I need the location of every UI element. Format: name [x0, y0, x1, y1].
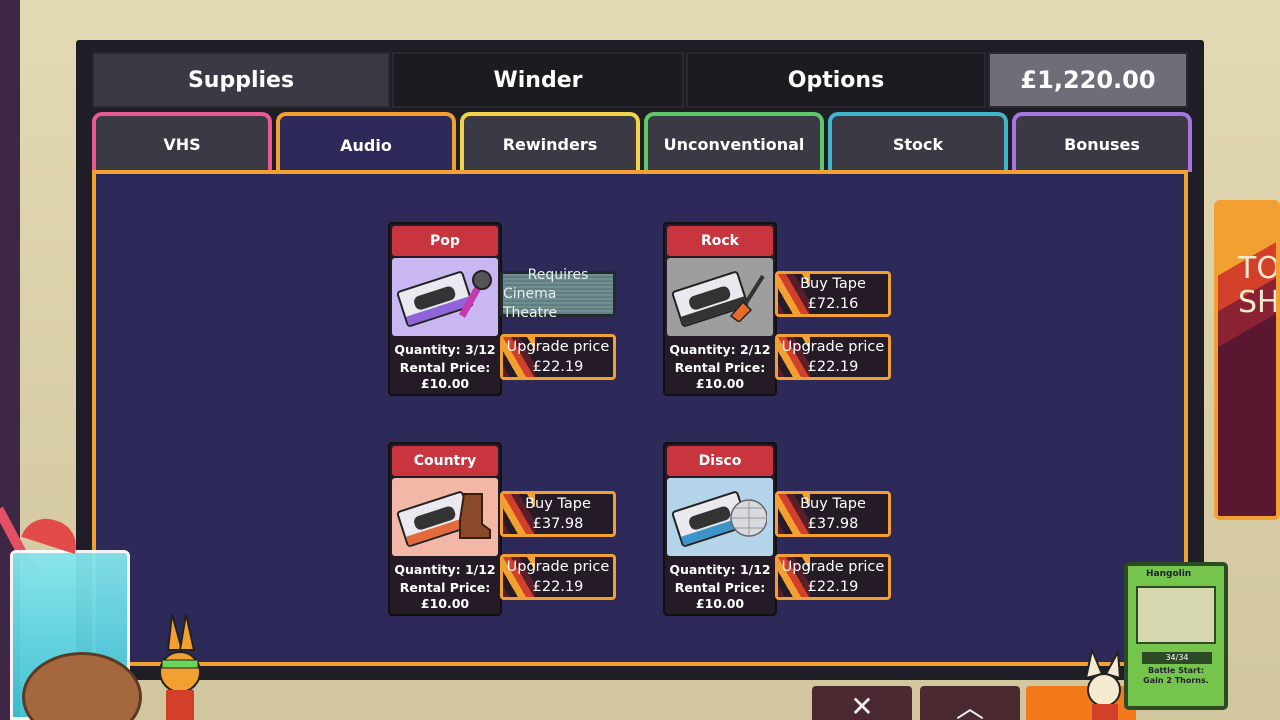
ability-line2: Gain 2 Thorns. [1143, 676, 1209, 685]
game-card: Hangolin 34/34 Battle Start: Gain 2 Thor… [1124, 562, 1228, 710]
tab-supplies[interactable]: Supplies [92, 52, 390, 108]
upgrade-price: £22.19 [532, 359, 584, 375]
upgrade-button-rock[interactable]: Upgrade price £22.19 [775, 334, 891, 380]
electric-guitar-icon [729, 274, 765, 322]
rental-label: Rental Price: [399, 580, 491, 595]
quantity-text: Quantity: 1/12 [669, 562, 771, 577]
money-display: £1,220.00 [988, 52, 1188, 108]
upgrade-label: Upgrade price [781, 559, 885, 575]
buy-label: Buy Tape [800, 496, 866, 512]
fox-character [1084, 648, 1122, 720]
genre-name: Rock [700, 233, 739, 249]
genre-name: Country [413, 453, 477, 469]
genre-card-country: Country Quantity: 1/12 Rental Price: £10… [388, 442, 502, 616]
to-shop-button[interactable]: TO SHOP [1214, 200, 1280, 520]
tab-options[interactable]: Options [686, 52, 986, 108]
genre-info: Quantity: 1/12 Rental Price: £10.00 [665, 560, 775, 612]
upgrade-button-disco[interactable]: Upgrade price £22.19 [775, 554, 891, 600]
buy-price: £37.98 [532, 516, 584, 532]
buy-tape-button-country[interactable]: Buy Tape £37.98 [500, 491, 616, 537]
tab-stock[interactable]: Stock [828, 112, 1008, 172]
genre-card-pop: Pop Quantity: 3/12 Rental Price: £10.00 [388, 222, 502, 396]
upgrade-button-pop[interactable]: Upgrade price £22.19 [500, 334, 616, 380]
tab-vhs[interactable]: VHS [92, 112, 272, 172]
game-card-name: Hangolin [1146, 569, 1192, 579]
rental-price: £10.00 [420, 376, 470, 391]
up-button[interactable]: ︿ [920, 686, 1020, 720]
tab-audio-label: Audio [340, 135, 392, 155]
rental-price: £10.00 [695, 376, 745, 391]
tab-winder[interactable]: Winder [392, 52, 684, 108]
rental-label: Rental Price: [399, 360, 491, 375]
genre-image [392, 478, 498, 556]
chevron-up-icon: ︿ [955, 691, 984, 720]
genre-image [667, 478, 773, 556]
category-tabs: VHS Audio Rewinders Unconventional Stock… [92, 112, 1192, 174]
bunny-character [159, 613, 201, 720]
upgrade-label: Upgrade price [506, 559, 610, 575]
rental-label: Rental Price: [674, 580, 766, 595]
buy-tape-button-rock[interactable]: Buy Tape £72.16 [775, 271, 891, 317]
tab-unconventional-label: Unconventional [663, 134, 805, 154]
genre-title: Pop [392, 226, 498, 256]
tab-supplies-label: Supplies [187, 67, 295, 93]
requires-line1: Requires [527, 266, 589, 283]
genre-info: Quantity: 1/12 Rental Price: £10.00 [390, 560, 500, 612]
game-card-ability: Battle Start: Gain 2 Thorns. [1134, 666, 1218, 686]
tab-audio[interactable]: Audio [276, 112, 456, 174]
genre-title: Disco [667, 446, 773, 476]
upgrade-button-country[interactable]: Upgrade price £22.19 [500, 554, 616, 600]
quantity-text: Quantity: 2/12 [669, 342, 771, 357]
close-button[interactable]: ✕ [812, 686, 912, 720]
requires-cinema-notice: Requires Cinema Theatre [500, 267, 616, 321]
genre-card-rock: Rock Quantity: 2/12 Rental Price: £10.00 [663, 222, 777, 396]
genre-name: Pop [430, 233, 460, 249]
tab-bonuses-label: Bonuses [1064, 134, 1140, 154]
rental-price: £10.00 [420, 596, 470, 611]
tab-stock-label: Stock [892, 134, 944, 154]
tab-bonuses[interactable]: Bonuses [1012, 112, 1192, 172]
audio-panel [92, 170, 1188, 666]
quantity-text: Quantity: 3/12 [394, 342, 496, 357]
to-shop-label: TO SHOP [1238, 251, 1280, 320]
upgrade-price: £22.19 [532, 579, 584, 595]
genre-image [392, 258, 498, 336]
money-value: £1,220.00 [1020, 66, 1156, 94]
buy-tape-button-disco[interactable]: Buy Tape £37.98 [775, 491, 891, 537]
buy-label: Buy Tape [525, 496, 591, 512]
tab-vhs-label: VHS [163, 134, 201, 154]
cowboy-boot-icon [459, 493, 491, 539]
upgrade-label: Upgrade price [781, 339, 885, 355]
upgrade-price: £22.19 [807, 359, 859, 375]
buy-label: Buy Tape [800, 276, 866, 292]
upgrade-label: Upgrade price [506, 339, 610, 355]
genre-title: Country [392, 446, 498, 476]
game-card-hp: 34/34 [1142, 652, 1212, 664]
tab-rewinders-label: Rewinders [502, 134, 598, 154]
rental-label: Rental Price: [674, 360, 766, 375]
quantity-text: Quantity: 1/12 [394, 562, 496, 577]
genre-image [667, 258, 773, 336]
microphone-icon [458, 270, 492, 318]
genre-info: Quantity: 2/12 Rental Price: £10.00 [665, 340, 775, 392]
genre-card-disco: Disco Quantity: 1/12 Rental Price: £10.0… [663, 442, 777, 616]
tab-rewinders[interactable]: Rewinders [460, 112, 640, 172]
rental-price: £10.00 [695, 596, 745, 611]
buy-price: £37.98 [807, 516, 859, 532]
genre-info: Quantity: 3/12 Rental Price: £10.00 [390, 340, 500, 392]
buy-price: £72.16 [807, 296, 859, 312]
genre-name: Disco [698, 453, 742, 469]
close-icon: ✕ [850, 689, 874, 720]
pangolin-image [1136, 586, 1216, 644]
tab-options-label: Options [787, 67, 885, 93]
upgrade-price: £22.19 [807, 579, 859, 595]
disco-ball-icon [730, 499, 767, 537]
top-bar: Supplies Winder Options £1,220.00 [92, 52, 1188, 108]
genre-title: Rock [667, 226, 773, 256]
tab-unconventional[interactable]: Unconventional [644, 112, 824, 172]
requires-line2: Cinema Theatre [503, 285, 558, 321]
tab-winder-label: Winder [493, 67, 583, 93]
ability-line1: Battle Start: [1147, 666, 1205, 675]
